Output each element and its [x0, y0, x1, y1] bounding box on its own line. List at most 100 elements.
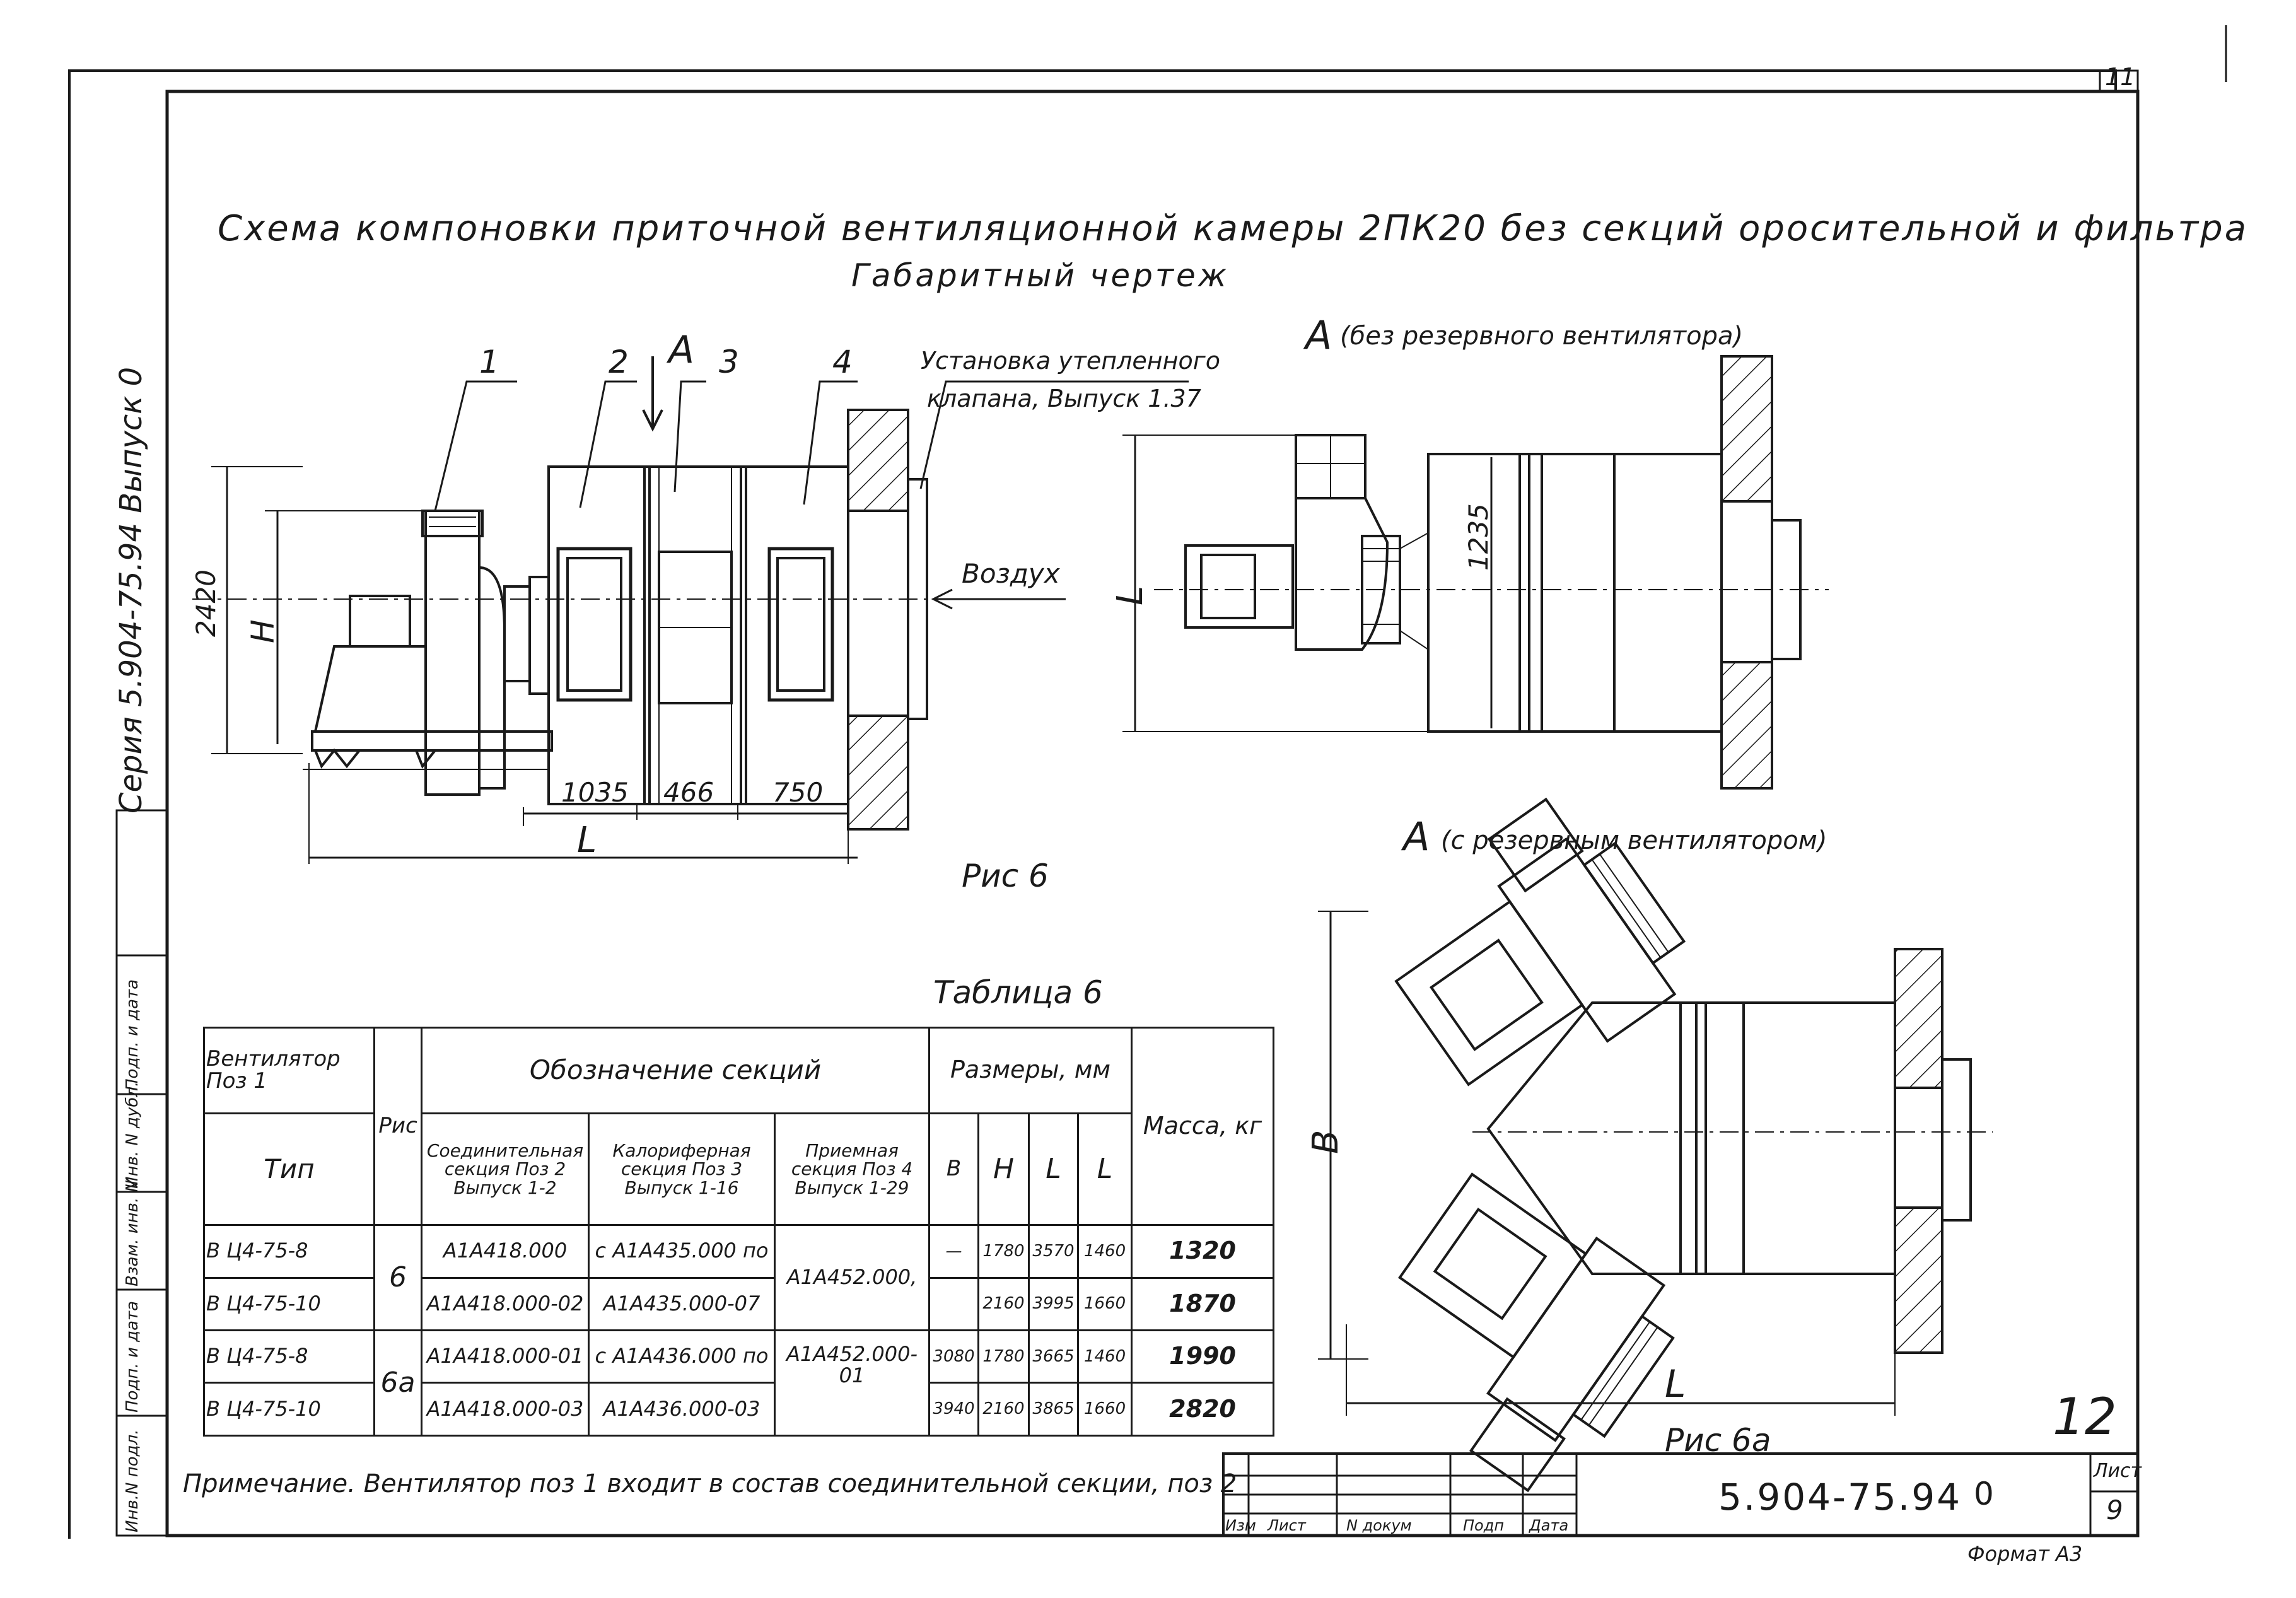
cell-type: В Ц4-75-8 — [203, 1329, 375, 1384]
series-label: Серия 5.904-75.94 Выпуск 0 — [114, 366, 149, 814]
issue-number: 0 — [1974, 1476, 1996, 1512]
format-label: Формат А3 — [1967, 1542, 2083, 1566]
handwritten-page-number: 12 — [2053, 1387, 2117, 1446]
view-a2-letter: A — [1403, 814, 1430, 860]
tb-col-ndokum: N докум — [1346, 1517, 1412, 1534]
table-row: В Ц4-75-10 А1А418.000-03 А1А436.000-03 3… — [203, 1382, 1275, 1437]
header-sizes: Размеры, мм — [928, 1027, 1133, 1114]
cell-type: В Ц4-75-10 — [203, 1382, 375, 1437]
cell-h: 2160 — [977, 1276, 1030, 1331]
valve-note-line2: клапана, Выпуск 1.37 — [927, 385, 1201, 412]
cell-L: 3865 — [1028, 1382, 1080, 1437]
callout-2: 2 — [609, 344, 629, 380]
header-L: L — [1028, 1112, 1080, 1227]
air-label: Воздух — [962, 558, 1060, 589]
header-b: B — [928, 1112, 980, 1227]
cell-connecting: А1А418.000-01 — [421, 1329, 590, 1384]
view-a1-note: (без резервного вентилятора) — [1340, 322, 1744, 351]
table-row: В Ц4-75-10 А1А418.000-02 А1А435.000-07 2… — [203, 1276, 1275, 1331]
view-a1-letter: A — [1305, 312, 1332, 358]
stamp-label-3: Взам. инв. N — [123, 1180, 142, 1286]
cell-h: 1780 — [977, 1329, 1030, 1384]
sections-table: Вентилятор Поз 1 Рис Обозначение секций … — [203, 1026, 1275, 1437]
tb-col-data: Дата — [1529, 1517, 1569, 1534]
cell-type: В Ц4-75-8 — [203, 1224, 375, 1279]
cell-heater: А1А436.000-03 — [588, 1382, 776, 1437]
header-designation: Обозначение секций — [420, 1027, 931, 1114]
cell-heater: с А1А435.000 по — [588, 1224, 776, 1279]
cell-type: В Ц4-75-10 — [203, 1276, 375, 1331]
dim-l-main: L — [577, 820, 597, 861]
header-intake: Приемная секция Поз 4 Выпуск 1-29 — [773, 1112, 931, 1227]
caption-fig6: Рис 6 — [962, 858, 1049, 894]
cell-l: 1660 — [1077, 1276, 1133, 1331]
dim-2420: 2420 — [190, 569, 221, 637]
dim-750: 750 — [772, 777, 824, 808]
cell-L: 3995 — [1028, 1276, 1080, 1331]
cell-heater: с А1А436.000 по — [588, 1329, 776, 1384]
dim-466: 466 — [663, 777, 714, 808]
header-heater: Калориферная секция Поз 3 Выпуск 1-16 — [588, 1112, 776, 1227]
callout-3: 3 — [719, 344, 739, 380]
table-row: В Ц4-75-8 6а А1А418.000-01 с А1А436.000 … — [203, 1329, 1275, 1437]
corner-sheet-box — [2099, 69, 2139, 93]
dim-1035: 1035 — [561, 777, 629, 808]
header-l: L — [1077, 1112, 1133, 1227]
header-type: Тип — [203, 1112, 375, 1227]
cell-b — [928, 1276, 980, 1331]
cell-l: 1460 — [1077, 1224, 1133, 1279]
cell-h: 2160 — [977, 1382, 1030, 1437]
drawing-note: Примечание. Вентилятор поз 1 входит в со… — [183, 1469, 1237, 1498]
drawing-subtitle: Габаритный чертеж — [851, 257, 1229, 294]
dim-h: H — [245, 619, 281, 643]
cell-fig: 6а — [373, 1329, 422, 1437]
corner-sheet-number: 11 — [2105, 63, 2136, 91]
cell-connecting: А1А418.000 — [421, 1224, 590, 1279]
view-a-with-spare — [1318, 797, 1993, 1493]
cell-intake: А1А452.000-01 — [773, 1329, 931, 1437]
title-block — [1222, 1452, 2139, 1537]
cell-heater: А1А435.000-07 — [588, 1276, 776, 1331]
cell-L: 3665 — [1028, 1329, 1080, 1384]
stamp-label-1: Инв.N подл. — [123, 1429, 142, 1532]
stamp-strip — [115, 809, 168, 1537]
view-a1-dim-l: L — [1110, 585, 1151, 605]
cell-h: 1780 — [977, 1224, 1030, 1279]
cell-b: 3080 — [928, 1329, 980, 1384]
valve-note-line1: Установка утепленного — [921, 347, 1220, 375]
header-mass: Масса, кг — [1131, 1026, 1275, 1227]
cell-mass: 2820 — [1131, 1382, 1275, 1437]
cell-mass: 1320 — [1131, 1224, 1275, 1279]
sheet-label: Лист — [2094, 1460, 2142, 1482]
header-fan-pos: Вентилятор Поз 1 — [203, 1027, 375, 1114]
cell-l: 1460 — [1077, 1329, 1133, 1384]
cell-L: 3570 — [1028, 1224, 1080, 1279]
callout-4: 4 — [832, 344, 853, 380]
cell-l: 1660 — [1077, 1382, 1133, 1437]
view-a-without-spare — [1122, 355, 1829, 790]
header-connecting: Соединительная секция Поз 2 Выпуск 1-2 — [421, 1112, 590, 1227]
table-caption: Таблица 6 — [933, 974, 1103, 1011]
cell-fig: 6 — [373, 1224, 422, 1331]
cell-intake: А1А452.000, — [773, 1224, 931, 1331]
callout-1: 1 — [479, 344, 499, 380]
cell-mass: 1990 — [1131, 1329, 1275, 1384]
main-side-view — [192, 356, 1189, 864]
view-a2-dim-l: L — [1665, 1362, 1686, 1406]
callout-a: A — [668, 328, 695, 372]
tb-col-izm: Изм — [1225, 1517, 1256, 1534]
document-code: 5.904-75.94 — [1718, 1476, 1962, 1519]
cell-connecting: А1А418.000-02 — [421, 1276, 590, 1331]
caption-fig6a: Рис 6а — [1665, 1422, 1771, 1459]
header-fig: Рис — [373, 1026, 422, 1227]
view-a2-note: (с резервным вентилятором) — [1441, 826, 1827, 855]
drawing-title: Схема компоновки приточной вентиляционно… — [218, 208, 2249, 249]
stamp-label-2: Подп. и дата — [123, 1300, 142, 1413]
cell-b: 3940 — [928, 1382, 980, 1437]
stamp-label-5: Подп. и дата — [123, 979, 142, 1091]
cell-connecting: А1А418.000-03 — [421, 1382, 590, 1437]
view-a2-dim-b: B — [1305, 1129, 1346, 1154]
tb-col-podp: Подп — [1463, 1517, 1505, 1534]
outer-frame — [68, 69, 2117, 1539]
